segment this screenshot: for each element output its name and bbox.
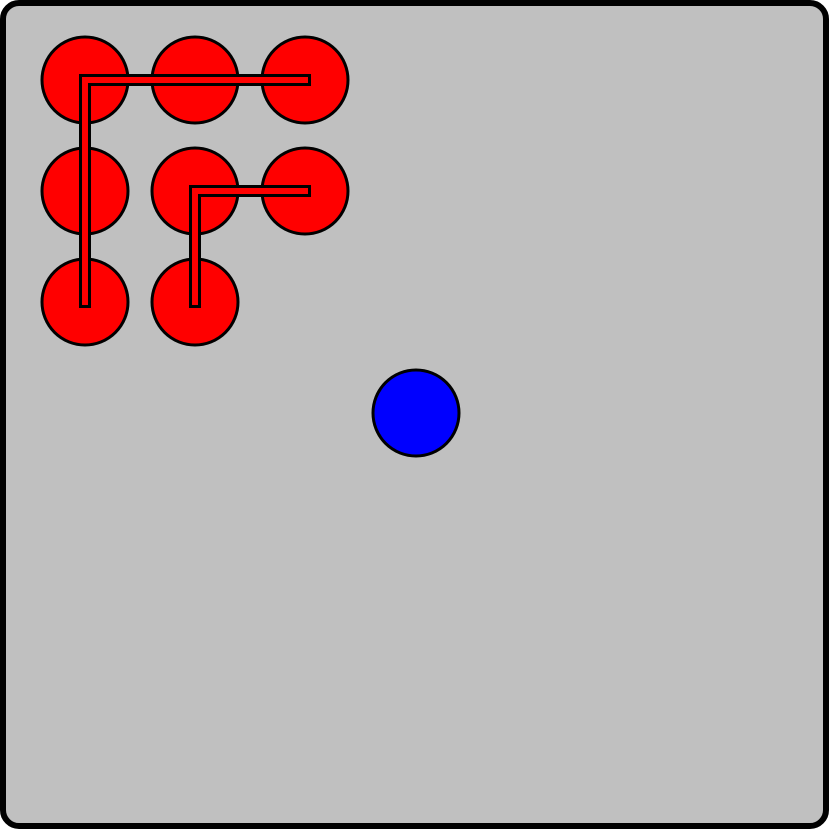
connector-bar bbox=[82, 77, 308, 305]
connector-bar bbox=[192, 188, 308, 305]
pieces-layer bbox=[40, 35, 461, 458]
connectors-layer bbox=[79, 74, 311, 308]
blue-piece[interactable] bbox=[371, 368, 461, 458]
